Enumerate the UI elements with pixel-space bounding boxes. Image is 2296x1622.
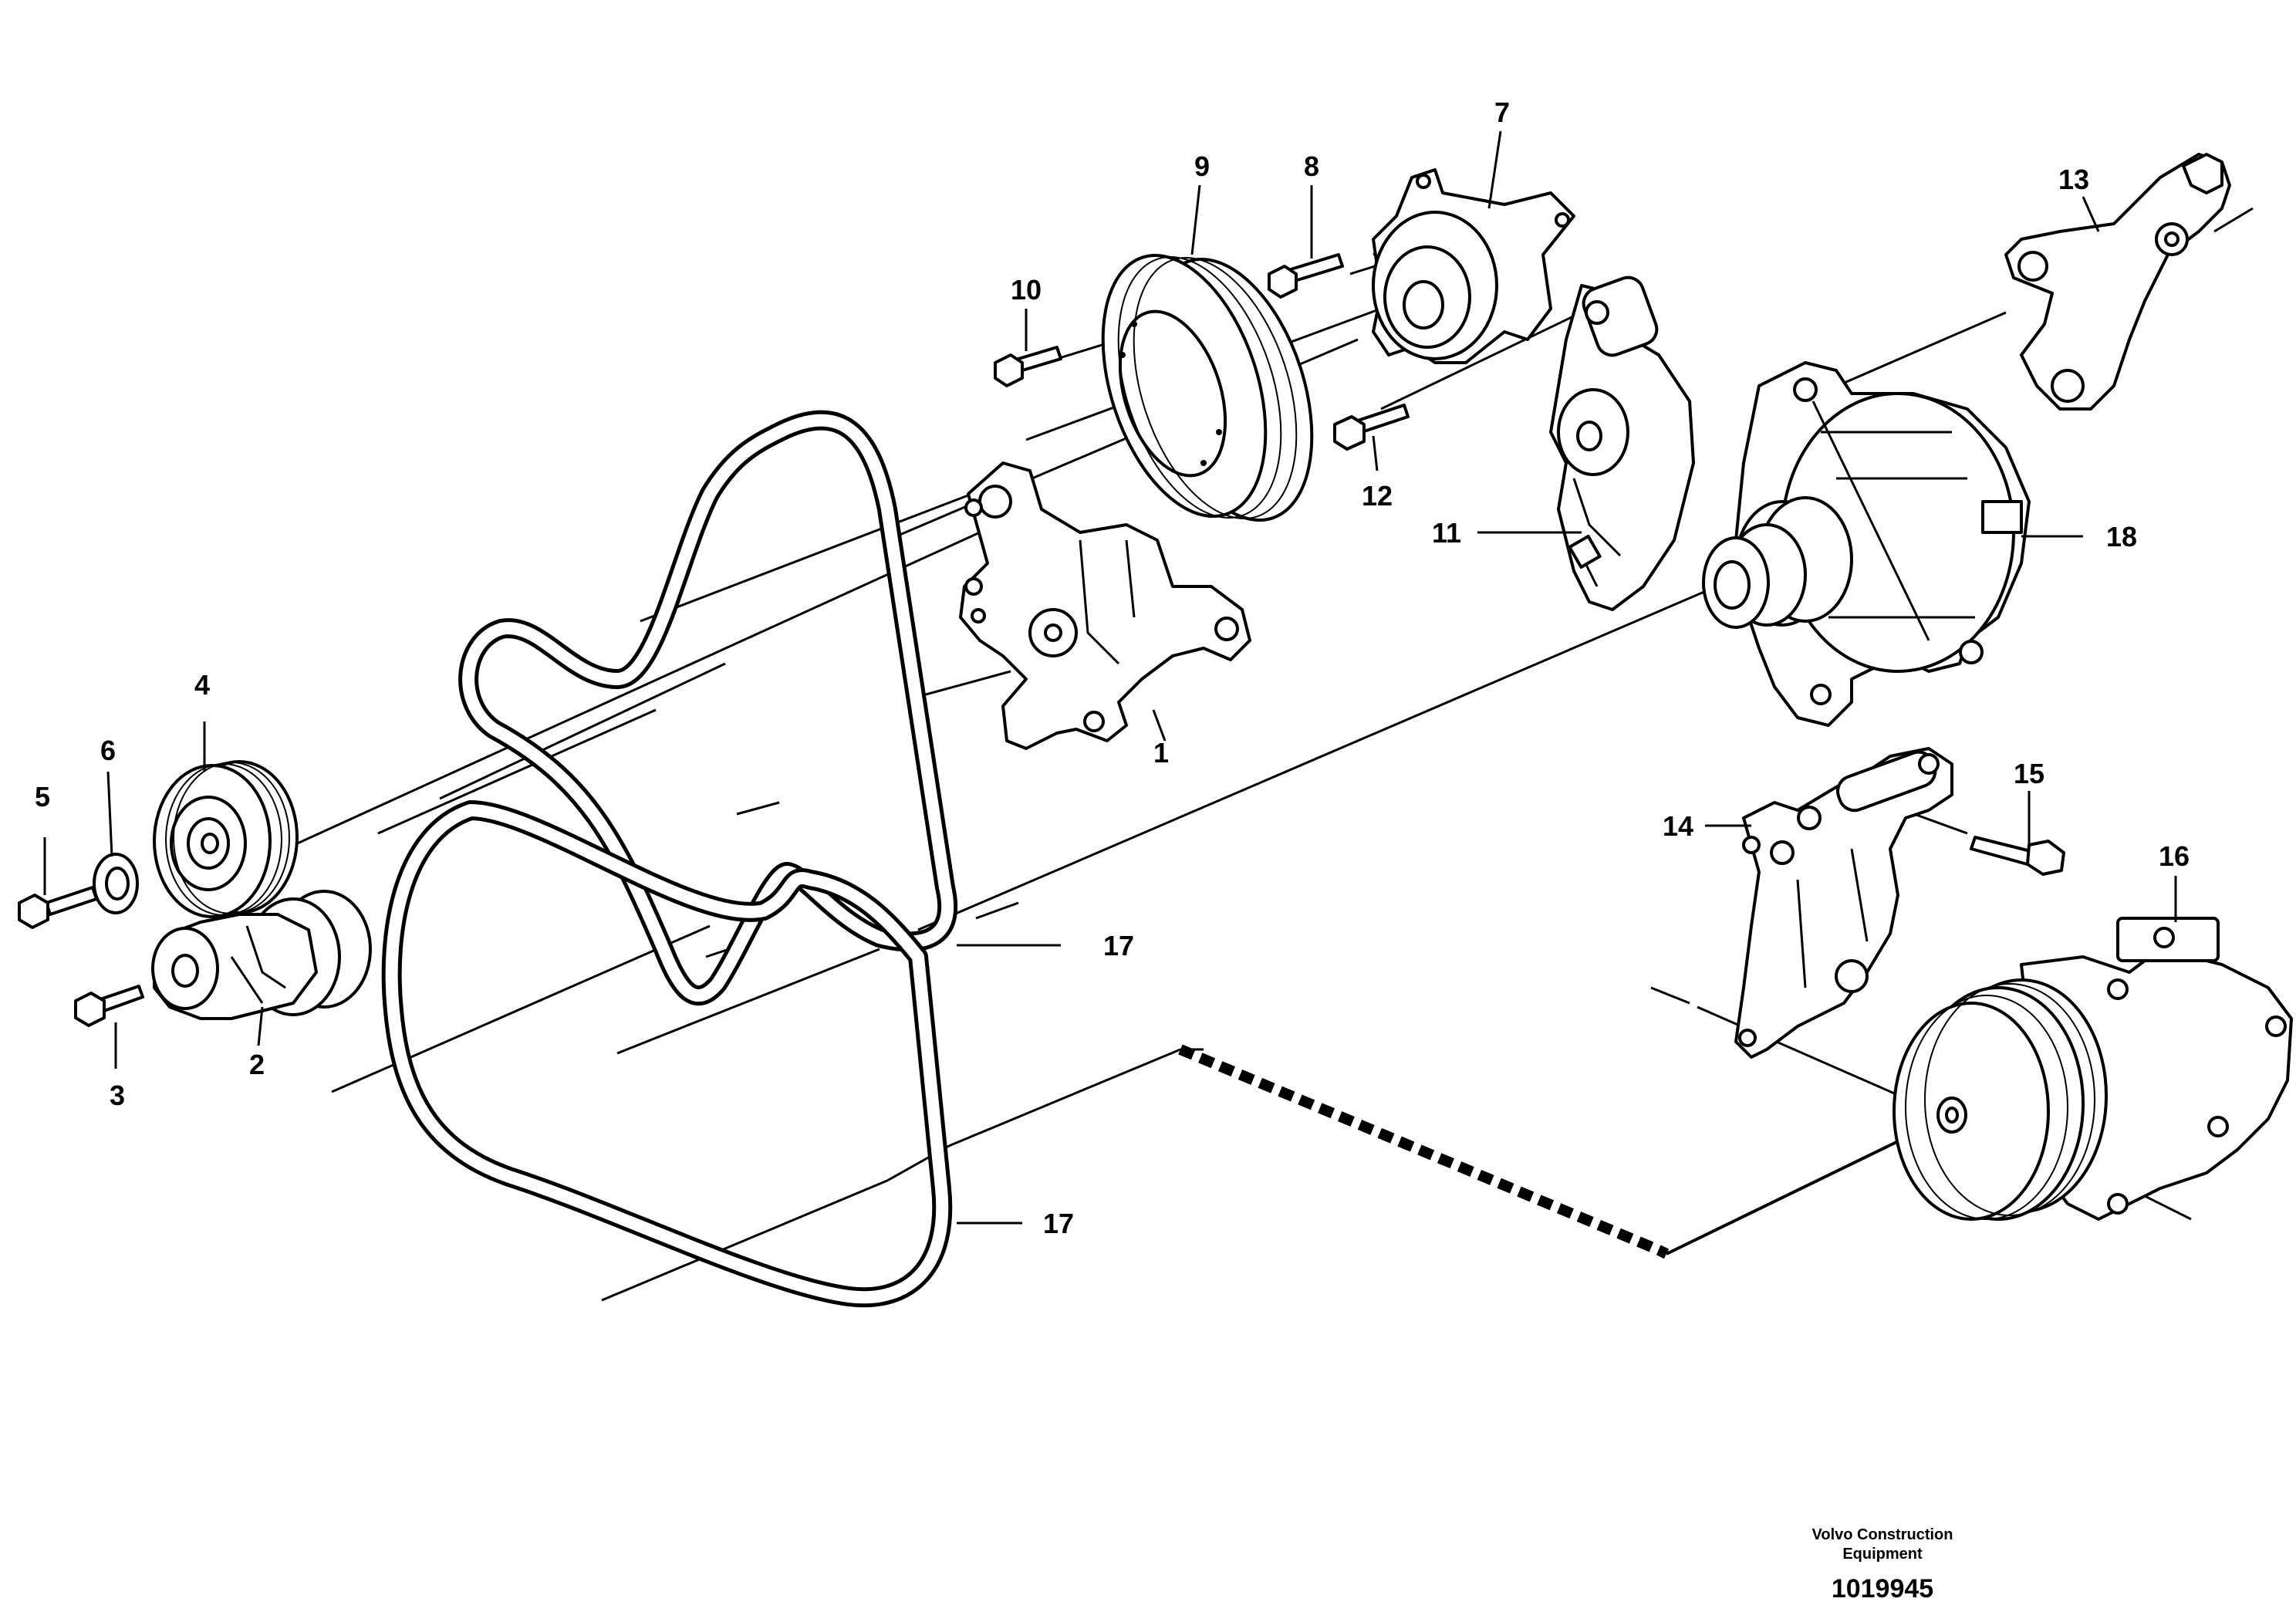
credit-line-1: Volvo Construction: [1812, 1526, 1953, 1543]
callout-15: 15: [2014, 758, 2044, 789]
part-14-compressor-bracket: [1734, 747, 1953, 1059]
part-6-washer: [93, 853, 139, 914]
callout-18: 18: [2106, 521, 2137, 552]
callout-17-upper: 17: [1103, 930, 1134, 961]
callout-14: 14: [1663, 810, 1693, 842]
callout-16: 16: [2159, 840, 2190, 872]
part-2-tensioner: [151, 890, 372, 1020]
callout-2: 2: [249, 1049, 265, 1080]
callout-10: 10: [1011, 274, 1042, 306]
part-5-bolt: [18, 886, 98, 929]
callout-1: 1: [1153, 737, 1169, 769]
dashed-connection-line: [1178, 1044, 1670, 1259]
part-16-ac-compressor: [1893, 917, 2293, 1221]
credit-line-2: Equipment: [1842, 1546, 1923, 1563]
callout-4: 4: [194, 669, 210, 701]
callout-5: 5: [35, 781, 50, 813]
footer: Volvo Construction Equipment 1019945: [1812, 1526, 1953, 1603]
callout-12: 12: [1362, 480, 1393, 512]
callout-leaders: [43, 130, 2177, 1225]
callout-17-lower: 17: [1043, 1208, 1074, 1239]
assembly-lines: [285, 207, 2254, 1302]
part-4-idler-pulley: [153, 760, 299, 918]
part-7-flange-hub: [1372, 168, 1575, 364]
part-13-alternator-bracket: [2004, 153, 2231, 411]
part-11-belt-tensioner: [1549, 275, 1695, 611]
callout-7: 7: [1494, 96, 1510, 128]
part-15-bolt: [1970, 836, 2065, 876]
callout-8: 8: [1304, 150, 1319, 182]
callout-3: 3: [110, 1080, 125, 1111]
callout-6: 6: [100, 735, 116, 766]
drive-belt-lower: [381, 800, 953, 1308]
part-9-pulley: [1101, 253, 1314, 522]
part-3-bolt: [74, 985, 144, 1027]
part-1-tensioner-bracket: [959, 461, 1251, 750]
part-18-alternator: [1702, 361, 2031, 727]
callout-labels: 1 2 3 4 5 6 7 8 9 10 11 12 13 14 15 16 1…: [35, 96, 2190, 1239]
part-12-bolt: [1333, 404, 1410, 451]
callout-9: 9: [1194, 150, 1210, 182]
callout-11: 11: [1432, 517, 1461, 549]
drive-belt-upper: [458, 410, 958, 1005]
part-10-bolt: [994, 346, 1062, 387]
document-number: 1019945: [1832, 1574, 1933, 1603]
callout-13: 13: [2058, 164, 2089, 195]
part-8-bolt: [1268, 253, 1344, 299]
